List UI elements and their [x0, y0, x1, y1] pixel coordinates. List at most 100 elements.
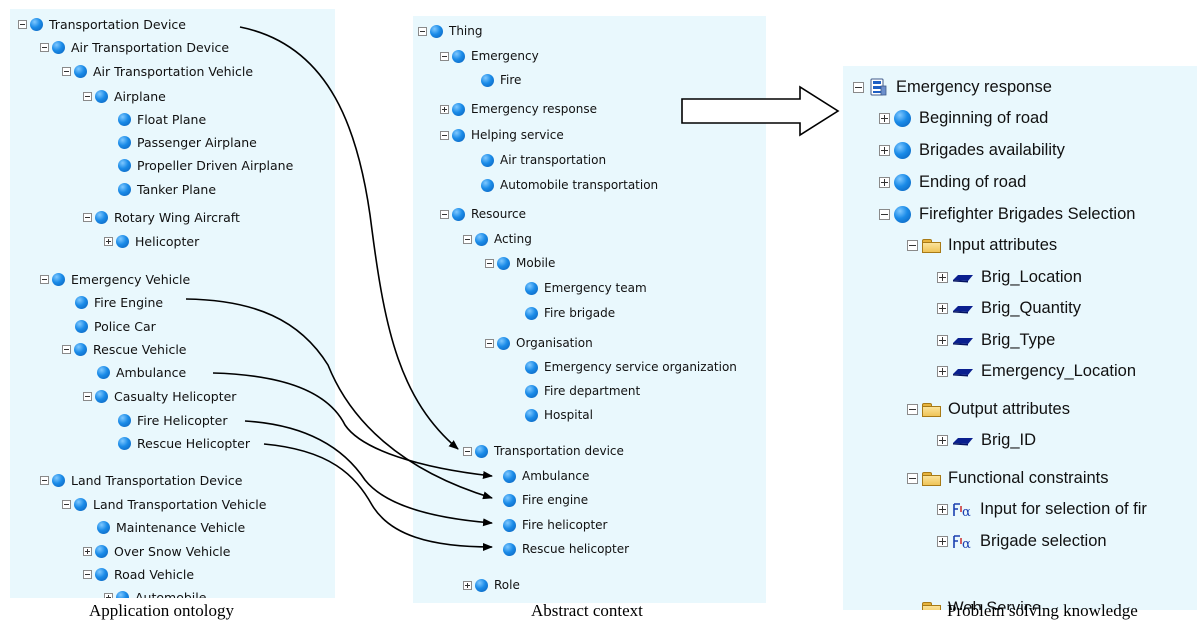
collapse-toggle-icon[interactable]: [879, 209, 890, 220]
tree-node-fire-department[interactable]: Fire department: [525, 384, 640, 398]
expand-toggle-icon[interactable]: [937, 504, 948, 515]
collapse-toggle-icon[interactable]: [440, 130, 449, 140]
tree-node-air-transportation-vehicle[interactable]: Air Transportation Vehicle: [62, 64, 253, 79]
collapse-toggle-icon[interactable]: [83, 570, 92, 579]
tree-node-brig-id[interactable]: Brig_ID: [937, 431, 1036, 450]
tree-node-casualty-helicopter[interactable]: Casualty Helicopter: [83, 389, 236, 404]
collapse-toggle-icon[interactable]: [83, 92, 92, 101]
expand-toggle-icon[interactable]: [83, 547, 92, 556]
tree-node-ending-of-road[interactable]: Ending of road: [879, 173, 1026, 192]
tree-node-propeller-driven-airplane[interactable]: Propeller Driven Airplane: [118, 158, 293, 173]
tree-node-ambulance[interactable]: Ambulance: [97, 365, 186, 380]
collapse-toggle-icon[interactable]: [62, 67, 71, 76]
collapse-toggle-icon[interactable]: [463, 446, 472, 456]
tree-node-input-attributes[interactable]: Input attributes: [907, 236, 1057, 255]
collapse-toggle-icon[interactable]: [40, 43, 49, 52]
expand-toggle-icon[interactable]: [937, 366, 948, 377]
tree-node-automobile[interactable]: Automobile: [104, 590, 206, 598]
tree-node-transportation-device[interactable]: Transportation Device: [18, 17, 186, 32]
tree-node-fire[interactable]: Fire: [481, 73, 521, 87]
tree-node-web-service[interactable]: Web Service: [922, 599, 1041, 610]
tree-node-role[interactable]: Role: [463, 578, 520, 592]
tree-node-emergency-service-organization[interactable]: Emergency service organization: [525, 360, 737, 374]
collapse-toggle-icon[interactable]: [907, 240, 918, 251]
expand-toggle-icon[interactable]: [937, 272, 948, 283]
collapse-toggle-icon[interactable]: [907, 404, 918, 415]
tree-node-airplane[interactable]: Airplane: [83, 89, 166, 104]
expand-toggle-icon[interactable]: [937, 435, 948, 446]
tree-node-air-transportation-device[interactable]: Air Transportation Device: [40, 40, 229, 55]
tree-node-float-plane[interactable]: Float Plane: [118, 112, 206, 127]
tree-node-emergency-response[interactable]: Emergency response: [853, 77, 1052, 97]
tree-node-fire-helicopter[interactable]: Fire helicopter: [503, 518, 607, 532]
tree-node-resource[interactable]: Resource: [440, 207, 526, 221]
collapse-toggle-icon[interactable]: [62, 500, 71, 509]
tree-node-emergency-response[interactable]: Emergency response: [440, 102, 597, 116]
collapse-toggle-icon[interactable]: [907, 473, 918, 484]
tree-node-fire-brigade[interactable]: Fire brigade: [525, 306, 615, 320]
collapse-toggle-icon[interactable]: [485, 258, 494, 268]
tree-node-brig-quantity[interactable]: Brig_Quantity: [937, 299, 1081, 318]
tree-node-mobile[interactable]: Mobile: [485, 256, 555, 270]
tree-node-transportation-device[interactable]: Transportation device: [463, 444, 624, 458]
tree-node-thing[interactable]: Thing: [418, 24, 483, 38]
collapse-toggle-icon[interactable]: [853, 81, 864, 93]
tree-node-over-snow-vehicle[interactable]: Over Snow Vehicle: [83, 544, 230, 559]
expand-toggle-icon[interactable]: [440, 104, 449, 114]
tree-node-rescue-helicopter[interactable]: Rescue Helicopter: [118, 436, 250, 451]
tree-node-rescue-vehicle[interactable]: Rescue Vehicle: [62, 342, 187, 357]
expand-toggle-icon[interactable]: [104, 237, 113, 246]
expand-toggle-icon[interactable]: [937, 536, 948, 547]
tree-node-fire-engine[interactable]: Fire engine: [503, 493, 588, 507]
tree-node-maintenance-vehicle[interactable]: Maintenance Vehicle: [97, 520, 245, 535]
tree-node-rotary-wing-aircraft[interactable]: Rotary Wing Aircraft: [83, 210, 240, 225]
collapse-toggle-icon[interactable]: [83, 392, 92, 401]
tree-node-brigades-availability[interactable]: Brigades availability: [879, 141, 1065, 160]
tree-node-acting[interactable]: Acting: [463, 232, 532, 246]
tree-node-tanker-plane[interactable]: Tanker Plane: [118, 182, 216, 197]
tree-node-police-car[interactable]: Police Car: [75, 319, 156, 334]
collapse-toggle-icon[interactable]: [40, 476, 49, 485]
collapse-toggle-icon[interactable]: [40, 275, 49, 284]
expand-toggle-icon[interactable]: [879, 145, 890, 156]
tree-node-land-transportation-device[interactable]: Land Transportation Device: [40, 473, 242, 488]
expand-toggle-icon[interactable]: [937, 335, 948, 346]
tree-node-land-transportation-vehicle[interactable]: Land Transportation Vehicle: [62, 497, 266, 512]
expand-toggle-icon[interactable]: [937, 303, 948, 314]
tree-node-road-vehicle[interactable]: Road Vehicle: [83, 567, 194, 582]
expand-toggle-icon[interactable]: [879, 177, 890, 188]
collapse-toggle-icon[interactable]: [440, 209, 449, 219]
collapse-toggle-icon[interactable]: [463, 234, 472, 244]
tree-node-helping-service[interactable]: Helping service: [440, 128, 564, 142]
collapse-toggle-icon[interactable]: [62, 345, 71, 354]
collapse-toggle-icon[interactable]: [485, 338, 494, 348]
tree-node-air-transportation[interactable]: Air transportation: [481, 153, 606, 167]
tree-node-output-attributes[interactable]: Output attributes: [907, 400, 1070, 419]
tree-node-passenger-airplane[interactable]: Passenger Airplane: [118, 135, 257, 150]
tree-node-beginning-of-road[interactable]: Beginning of road: [879, 109, 1048, 128]
tree-node-organisation[interactable]: Organisation: [485, 336, 593, 350]
collapse-toggle-icon[interactable]: [83, 213, 92, 222]
tree-node-emergency-team[interactable]: Emergency team: [525, 281, 647, 295]
tree-node-functional-constraints[interactable]: Functional constraints: [907, 469, 1109, 488]
tree-node-helicopter[interactable]: Helicopter: [104, 234, 199, 249]
tree-node-emergency[interactable]: Emergency: [440, 49, 539, 63]
collapse-toggle-icon[interactable]: [18, 20, 27, 29]
collapse-toggle-icon[interactable]: [440, 51, 449, 61]
tree-node-fire-engine[interactable]: Fire Engine: [75, 295, 163, 310]
tree-node-fire-helicopter[interactable]: Fire Helicopter: [118, 413, 228, 428]
tree-node-emergency-vehicle[interactable]: Emergency Vehicle: [40, 272, 190, 287]
tree-node-rescue-helicopter[interactable]: Rescue helicopter: [503, 542, 629, 556]
tree-node-brig-location[interactable]: Brig_Location: [937, 268, 1082, 287]
tree-node-firefighter-brigades-selection[interactable]: Firefighter Brigades Selection: [879, 205, 1135, 224]
tree-node-automobile-transportation[interactable]: Automobile transportation: [481, 178, 658, 192]
expand-toggle-icon[interactable]: [463, 580, 472, 590]
tree-node-brig-type[interactable]: Brig_Type: [937, 331, 1055, 350]
tree-node-ambulance[interactable]: Ambulance: [503, 469, 589, 483]
tree-node-hospital[interactable]: Hospital: [525, 408, 593, 422]
collapse-toggle-icon[interactable]: [418, 26, 427, 36]
expand-toggle-icon[interactable]: [879, 113, 890, 124]
expand-toggle-icon[interactable]: [104, 593, 113, 598]
